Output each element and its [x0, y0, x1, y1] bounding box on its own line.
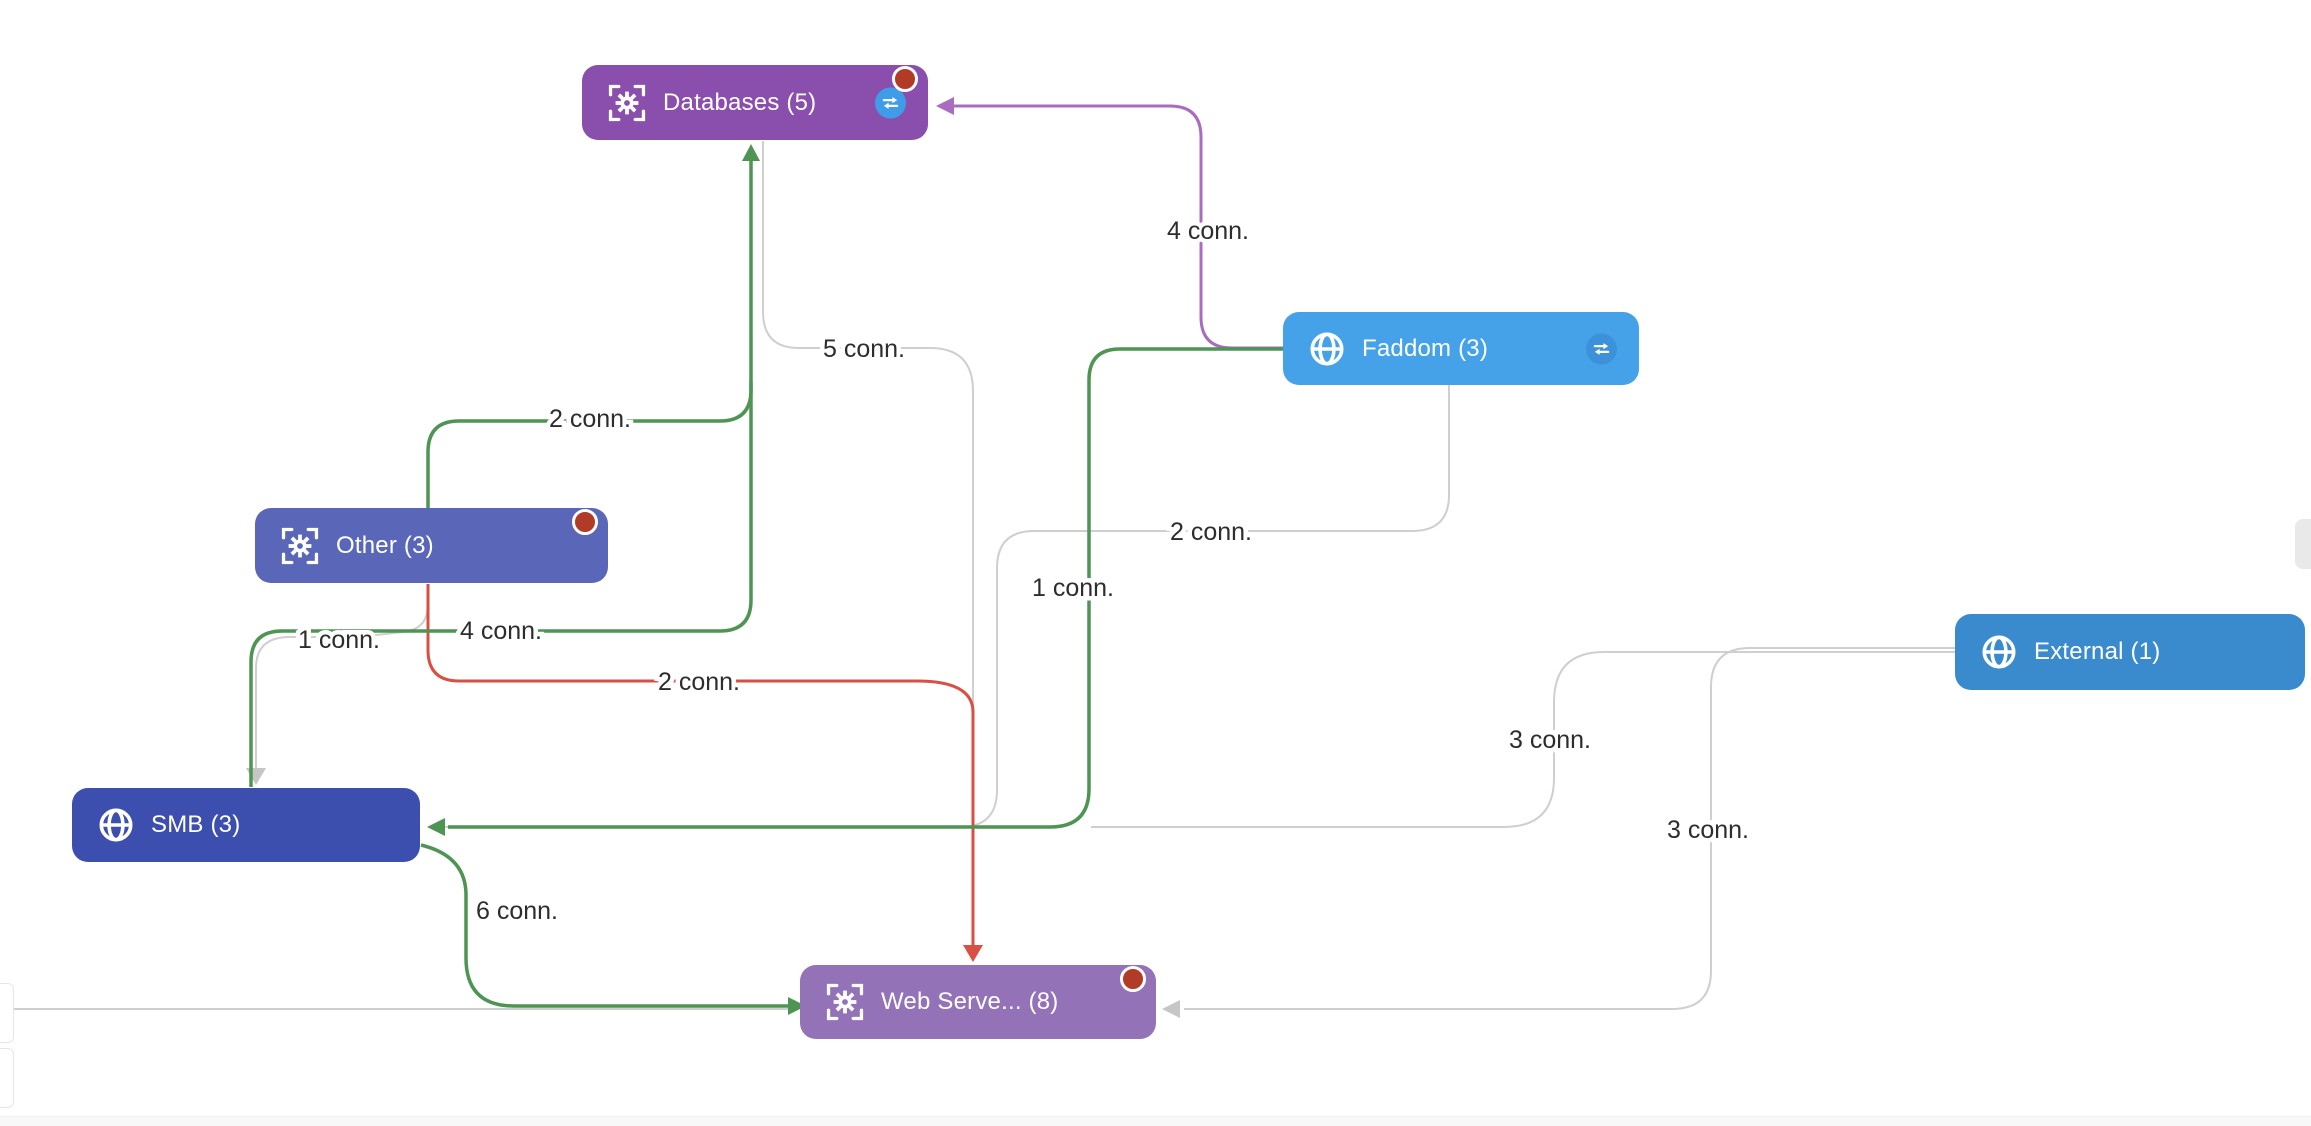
edge-label-other-databases: 2 conn.: [549, 405, 631, 433]
node-label: Databases (5): [663, 88, 817, 116]
globe-icon: [1310, 331, 1344, 366]
node-label: Faddom (3): [1362, 334, 1489, 362]
arrowhead-into-webservers-left: [788, 997, 806, 1015]
edge-databases-webservers[interactable]: [762, 141, 974, 940]
alert-badge: [892, 66, 918, 92]
node-label: Other (3): [336, 531, 434, 559]
alert-badge: [1120, 966, 1146, 992]
edge-other-databases[interactable]: [426, 382, 753, 509]
arrowhead-into-smb-top: [246, 768, 266, 785]
clipped-card-left-1: [0, 983, 14, 1043]
edge-external-webservers[interactable]: [1184, 647, 1956, 1010]
bottom-edge-band: [0, 1116, 2311, 1126]
edge-label-faddom-smb-green: 1 conn.: [1032, 574, 1114, 602]
transfer-arrows-button[interactable]: [875, 87, 906, 118]
arrowhead-into-databases-bottom: [742, 144, 760, 161]
gear-scan-icon: [608, 84, 646, 121]
clipped-card-left-2: [0, 1048, 14, 1108]
node-webservers[interactable]: Web Serve... (8): [800, 965, 1156, 1039]
node-external[interactable]: External (1): [1955, 614, 2305, 690]
edge-faddom-smb-gray[interactable]: [434, 385, 1450, 828]
edge-label-smb-webservers: 6 conn.: [476, 897, 558, 925]
node-label: External (1): [2034, 638, 2161, 665]
edge-other-smb-gray[interactable]: [255, 584, 429, 770]
edge-label-smb-databases: 4 conn.: [460, 617, 542, 645]
gear-scan-icon: [281, 527, 319, 564]
node-label: Web Serve... (8): [881, 988, 1059, 1015]
globe-icon: [99, 808, 133, 842]
node-label: SMB (3): [151, 811, 241, 838]
clipped-node-right-edge: [2295, 519, 2311, 569]
edge-other-webservers[interactable]: [426, 584, 975, 947]
arrowhead-into-smb-right: [427, 818, 445, 836]
arrowhead-into-databases-right: [936, 97, 954, 115]
edge-label-external-webservers: 3 conn.: [1667, 816, 1749, 844]
edge-smb-webservers[interactable]: [420, 843, 790, 1008]
alert-badge: [572, 509, 598, 535]
edge-label-databases-webservers: 5 conn.: [823, 335, 905, 363]
edge-label-other-smb: 1 conn.: [298, 626, 380, 654]
node-smb[interactable]: SMB (3): [72, 788, 420, 862]
transfer-arrows-icon: [882, 96, 899, 109]
node-databases[interactable]: Databases (5): [582, 65, 928, 140]
edge-smb-databases[interactable]: [249, 161, 753, 787]
node-other[interactable]: Other (3): [255, 508, 608, 583]
arrowhead-into-webservers-right: [1162, 1000, 1180, 1018]
arrowhead-into-webservers-top: [963, 945, 983, 962]
edge-external-smb[interactable]: [1091, 651, 1956, 828]
transfer-arrows-icon: [1593, 342, 1610, 355]
edge-faddom-databases[interactable]: [954, 104, 1284, 350]
transfer-arrows-button[interactable]: [1586, 333, 1617, 364]
gear-scan-icon: [826, 983, 864, 1021]
edge-label-faddom-smb-gray: 2 conn.: [1170, 518, 1252, 546]
node-faddom[interactable]: Faddom (3): [1283, 312, 1639, 385]
edge-label-faddom-databases: 4 conn.: [1167, 217, 1249, 245]
edge-faddom-smb-green[interactable]: [448, 347, 1284, 829]
edge-label-external-smb: 3 conn.: [1509, 726, 1591, 754]
globe-icon: [1982, 635, 2016, 669]
edge-label-other-webservers: 2 conn.: [658, 668, 740, 696]
